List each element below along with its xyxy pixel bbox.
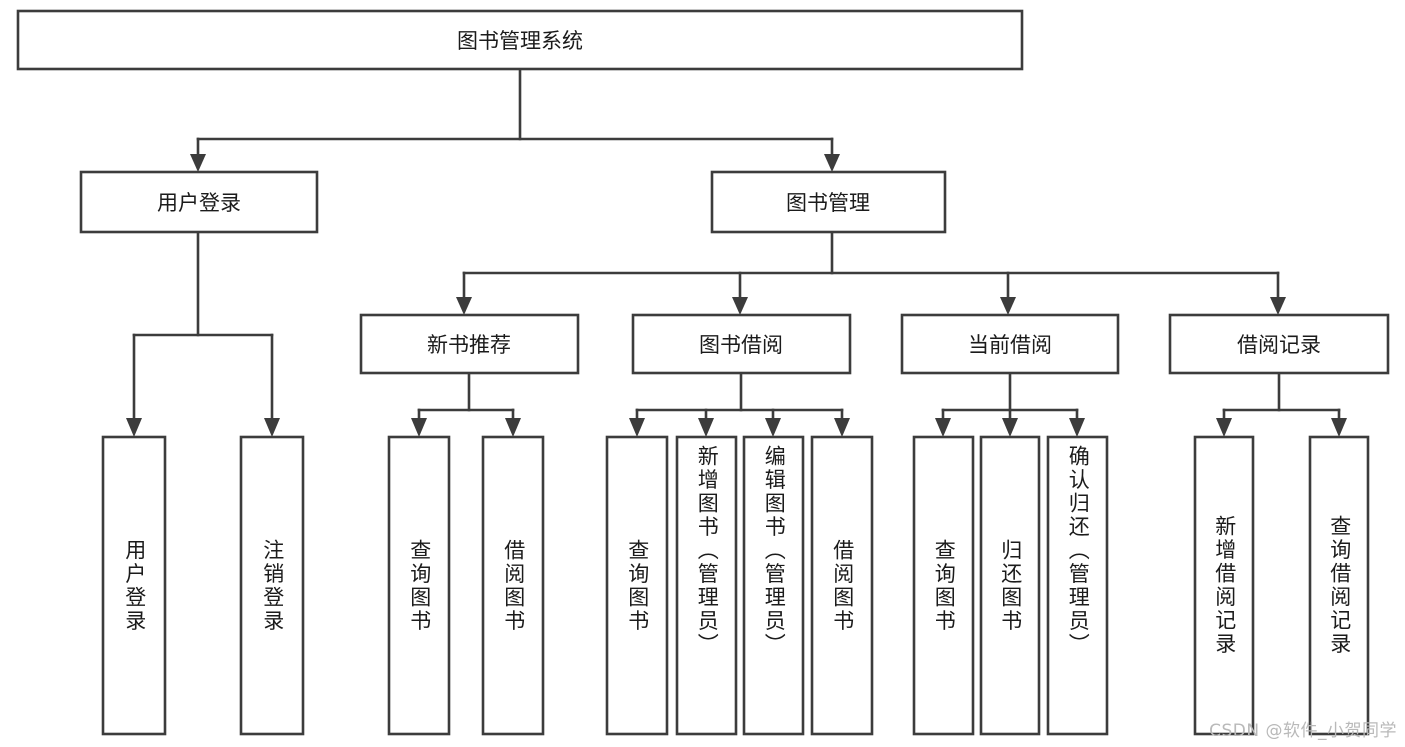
- leaf-box-query-book-3[interactable]: [912, 435, 975, 736]
- node-new-book-recommend-label: 新书推荐: [427, 333, 511, 357]
- connector-root-to-level1: [190, 67, 840, 172]
- node-user-login[interactable]: 用户登录: [79, 170, 319, 234]
- leaf-box-logout-login[interactable]: [239, 435, 305, 736]
- node-book-borrow[interactable]: 图书借阅: [631, 313, 852, 375]
- leaf-boxes: [101, 435, 1370, 736]
- leaf-box-query-book-1[interactable]: [387, 435, 451, 736]
- node-borrow-record[interactable]: 借阅记录: [1168, 313, 1390, 375]
- node-user-login-label: 用户登录: [157, 191, 241, 215]
- connector-bookmgmt-to-level2: [456, 230, 1286, 315]
- node-book-borrow-label: 图书借阅: [699, 333, 783, 357]
- leaf-box-add-record[interactable]: [1193, 435, 1255, 736]
- leaf-box-edit-book[interactable]: [742, 435, 805, 736]
- leaf-box-query-record[interactable]: [1308, 435, 1370, 736]
- leaf-box-return-book[interactable]: [979, 435, 1041, 736]
- node-root-system-label: 图书管理系统: [457, 29, 583, 53]
- connector-userlogin-to-leaves: [126, 230, 280, 437]
- connector-newbook-to-leaves: [411, 371, 521, 437]
- node-borrow-record-label: 借阅记录: [1237, 333, 1321, 357]
- leaf-box-borrow-book-2[interactable]: [810, 435, 874, 736]
- leaf-box-query-book-2[interactable]: [605, 435, 669, 736]
- leaf-box-confirm-return[interactable]: [1046, 435, 1109, 736]
- leaf-box-add-book[interactable]: [675, 435, 738, 736]
- connector-bookborrow-to-leaves: [629, 371, 850, 437]
- node-book-management[interactable]: 图书管理: [710, 170, 947, 234]
- node-root-system[interactable]: 图书管理系统: [16, 9, 1024, 71]
- csdn-watermark: CSDN @软件_小贺同学: [1209, 721, 1397, 741]
- connector-currentborrow-to-leaves: [935, 371, 1085, 437]
- node-book-management-label: 图书管理: [786, 191, 870, 215]
- node-new-book-recommend[interactable]: 新书推荐: [359, 313, 580, 375]
- leaf-box-borrow-book-1[interactable]: [481, 435, 545, 736]
- node-current-borrow-label: 当前借阅: [968, 333, 1052, 357]
- node-current-borrow[interactable]: 当前借阅: [900, 313, 1120, 375]
- connector-borrowrecord-to-leaves: [1216, 371, 1347, 437]
- leaf-box-user-login[interactable]: [101, 435, 167, 736]
